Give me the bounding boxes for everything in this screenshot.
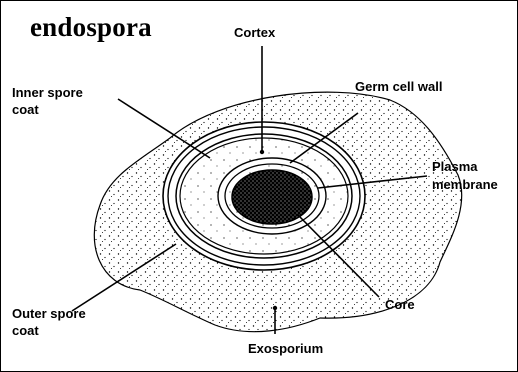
label-inner-spore-coat-line1: Inner spore: [12, 84, 83, 101]
label-outer-spore-coat-line2: coat: [12, 322, 39, 339]
label-cortex: Cortex: [234, 24, 275, 41]
label-inner-spore-coat-line2: coat: [12, 101, 39, 118]
label-germ-cell-wall: Germ cell wall: [355, 78, 442, 95]
label-outer-spore-coat-line1: Outer spore: [12, 305, 86, 322]
label-exosporium: Exosporium: [248, 340, 323, 357]
label-core: Core: [385, 296, 415, 313]
diagram-title: endospora: [30, 12, 152, 43]
label-plasma-membrane-line1: Plasma: [432, 158, 478, 175]
label-plasma-membrane-line2: membrane: [432, 176, 516, 193]
